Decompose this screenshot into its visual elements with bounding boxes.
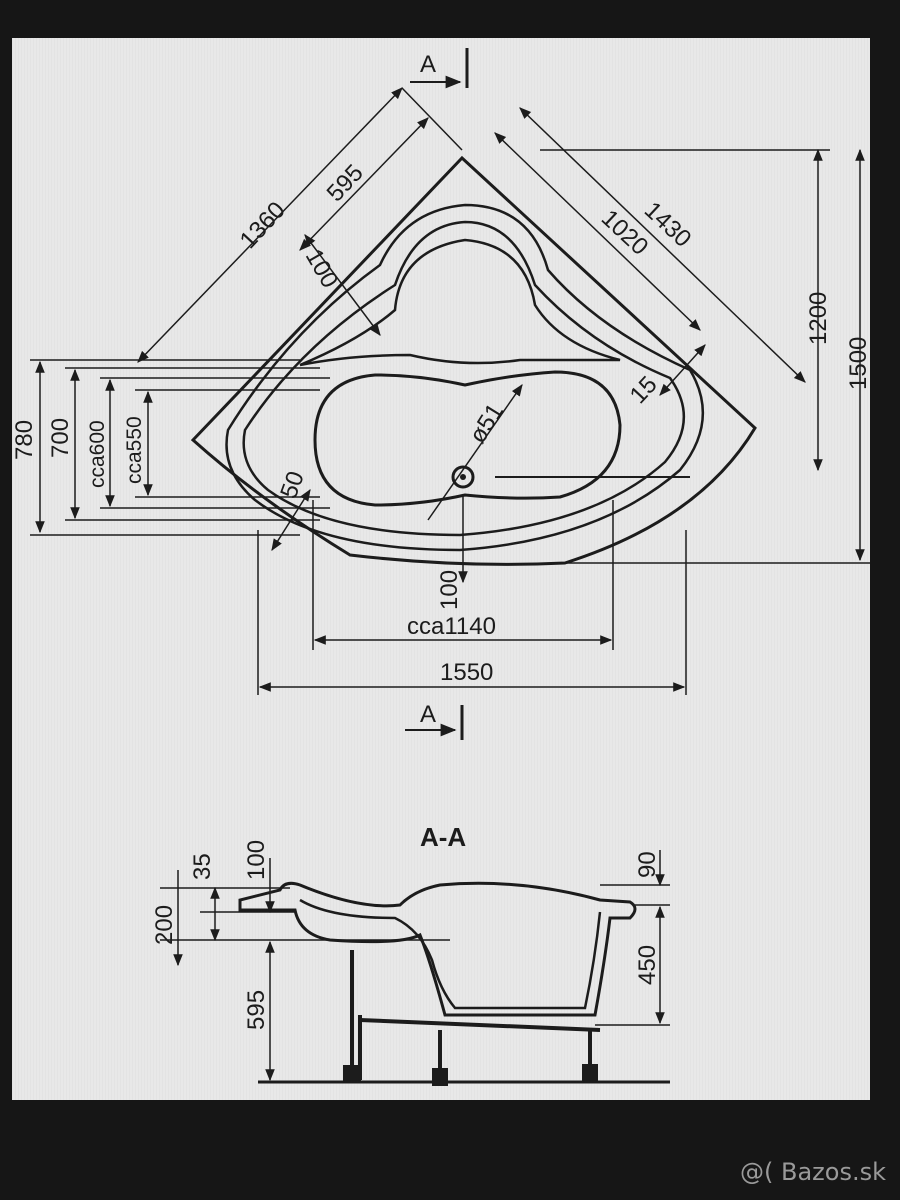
dim-100-section: 100 (243, 840, 270, 880)
section-marker-top: A (410, 48, 469, 89)
leg-foot-3 (582, 1064, 598, 1082)
dim-700: 700 (47, 418, 74, 458)
dim-cca1140: cca1140 (407, 613, 496, 640)
dim-1500: 1500 (845, 337, 872, 390)
tub-basin (313, 370, 622, 507)
dim-595-section: 595 (243, 990, 270, 1030)
section-marker-bottom-label: A (420, 701, 436, 728)
tub-section-inner (299, 898, 602, 1010)
bazos-watermark: @( Bazos.sk (740, 1158, 886, 1186)
section-view: A-A 200 35 100 595 90 450 (151, 822, 670, 1086)
dim-35: 35 (189, 853, 216, 880)
drain-dot (460, 474, 466, 480)
dim-1200: 1200 (805, 292, 832, 345)
section-title: A-A (420, 822, 466, 852)
tub-section-shell (238, 881, 637, 1017)
section-marker-bottom: A (405, 701, 464, 740)
dim-100-plan-bottom: 100 (436, 570, 463, 610)
dim-450: 450 (634, 945, 661, 985)
drain-circle (451, 465, 475, 489)
dim-1360: 1360 (235, 197, 291, 254)
dim-cca550: cca550 (123, 416, 146, 484)
dim-595-plan: 595 (322, 159, 369, 207)
dim-200: 200 (151, 905, 178, 945)
dim-15: 15 (625, 371, 663, 409)
dim-d51: ø51 (464, 399, 509, 448)
plan-view: A A 1360 595 100 1430 1020 15 1200 (11, 48, 872, 740)
leg-foot-1 (343, 1065, 361, 1083)
dim-780: 780 (11, 420, 38, 460)
section-marker-top-label: A (420, 51, 436, 78)
dim-cca600: cca600 (86, 420, 109, 488)
dim-1550: 1550 (440, 659, 493, 686)
dim-90: 90 (634, 851, 661, 878)
dim-100-plan-top: 100 (300, 245, 343, 293)
